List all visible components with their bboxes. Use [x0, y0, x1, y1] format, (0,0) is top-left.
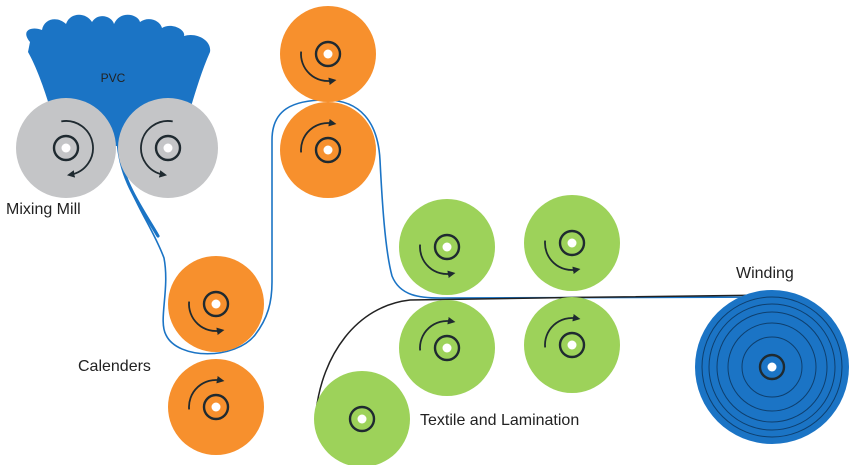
calender-roller-upper-middle	[280, 102, 376, 198]
textile-roller-top-left	[399, 199, 495, 295]
winding-ring	[708, 303, 836, 431]
textile-roller-top-right	[524, 195, 620, 291]
roller-hub-center	[323, 49, 333, 59]
roller-hub-ring	[348, 405, 376, 433]
textile-feed-roller	[314, 371, 410, 465]
textile-roller-bottom-left	[399, 300, 495, 396]
winding-ring	[741, 336, 803, 398]
roller-hub-ring	[433, 233, 461, 261]
roller-hub-center	[163, 143, 173, 153]
roller-hub-center	[357, 414, 367, 424]
rotation-arrow	[544, 240, 581, 274]
pvc-sheet-strand	[117, 99, 779, 355]
rotation-arrow	[188, 376, 225, 410]
roller-hub-ring	[558, 331, 586, 359]
winding-roll	[695, 290, 849, 444]
rotation-arrow	[300, 51, 337, 85]
roller-hub-center	[442, 242, 452, 252]
roller-hub-center	[211, 299, 221, 309]
roller-hub-ring	[154, 134, 182, 162]
rotation-arrow	[544, 314, 581, 348]
winding-ring	[727, 322, 817, 412]
winding-hub-ring	[758, 353, 786, 381]
winding-ring	[701, 296, 843, 438]
roller-hub-ring	[314, 40, 342, 68]
winding-hub-center	[767, 362, 777, 372]
roller-hub-ring	[314, 136, 342, 164]
textile-feed-line	[315, 294, 779, 413]
calenders-label: Calenders	[78, 358, 151, 375]
textile-roller-bottom-right	[524, 297, 620, 393]
mixing-mill-roller-right	[118, 98, 218, 198]
winding-label: Winding	[736, 265, 794, 282]
roller-hub-center	[567, 238, 577, 248]
roller-hub-center	[442, 343, 452, 353]
roller-hub-center	[211, 402, 221, 412]
rotation-arrow	[61, 120, 94, 178]
roller-hub-center	[61, 143, 71, 153]
rotation-arrow	[419, 244, 456, 278]
roller-hub-center	[323, 145, 333, 155]
mixing-mill-roller-left	[16, 98, 116, 198]
hopper-label: PVC	[101, 71, 126, 85]
roller-hub-center	[567, 340, 577, 350]
rotation-arrow	[188, 301, 225, 335]
calender-roller-lower-middle	[168, 256, 264, 352]
roller-hub-ring	[202, 393, 230, 421]
rotation-arrow	[419, 317, 456, 351]
roller-hub-ring	[433, 334, 461, 362]
textile-lamination-label: Textile and Lamination	[420, 412, 579, 429]
winding-ring	[716, 311, 828, 423]
rotation-arrow	[140, 120, 173, 178]
rotation-arrow	[300, 119, 337, 153]
calender-roller-bottom	[168, 359, 264, 455]
roller-hub-ring	[558, 229, 586, 257]
calender-roller-top	[280, 6, 376, 102]
mixing-mill-label: Mixing Mill	[6, 201, 81, 218]
roller-hub-ring	[202, 290, 230, 318]
roller-hub-ring	[52, 134, 80, 162]
